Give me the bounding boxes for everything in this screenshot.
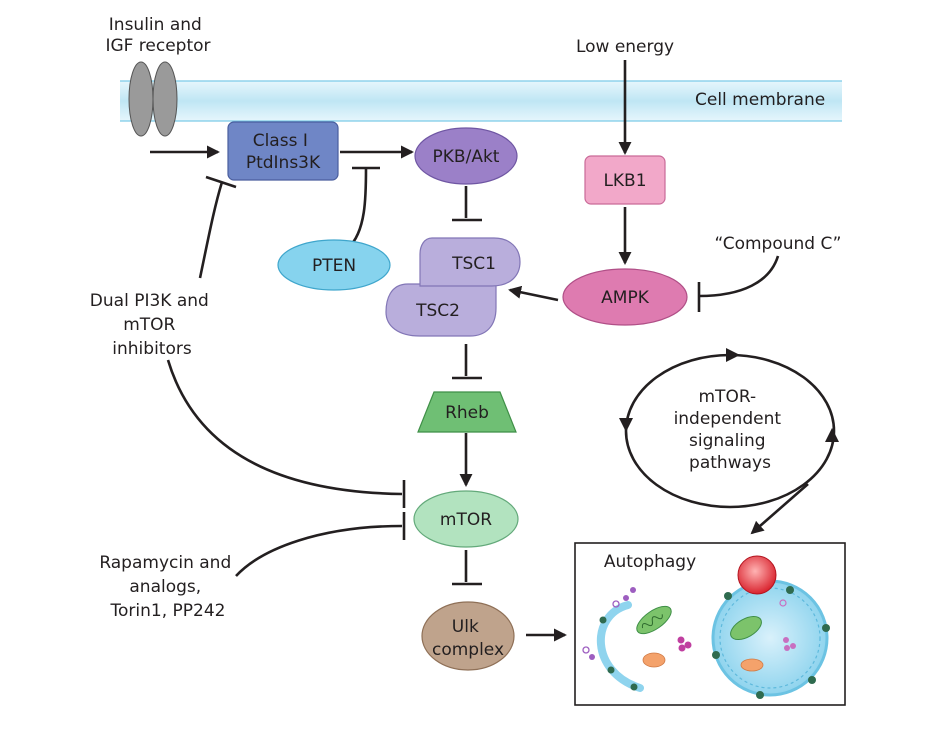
node-pten: PTEN (277, 239, 391, 291)
svg-text:Class I PtdIns3K: Class I PtdIns3K (246, 131, 321, 173)
low-energy-label: Low energy (576, 37, 674, 57)
svg-text:LKB1: LKB1 (603, 171, 646, 191)
svg-text:Ulk complex: Ulk complex (432, 617, 504, 660)
receptor-label: Insulin and IGF receptor (105, 15, 210, 56)
lipid-droplet-icon (642, 652, 666, 668)
edge-rapamycin-mtor (235, 524, 403, 577)
svg-text:Rheb: Rheb (445, 403, 489, 423)
node-lkb1: LKB1 (584, 155, 666, 205)
autophagy-box: Autophagy (574, 542, 846, 706)
compound-c-label: “Compound C” (715, 234, 842, 254)
edge-ampk-tsc (508, 285, 559, 302)
svg-text:mTOR: mTOR (440, 510, 492, 530)
cell-membrane: Cell membrane (120, 80, 842, 122)
edge-pten-inhibit (347, 167, 368, 249)
node-tsc1 (419, 237, 521, 287)
edge-dual-pi3k (198, 181, 224, 279)
node-mtor: mTOR (413, 490, 519, 548)
autophagy-label: Autophagy (604, 552, 696, 572)
node-ampk: AMPK (562, 268, 688, 326)
dual-inhibitors-label: Dual PI3K and mTOR inhibitors (90, 291, 214, 359)
svg-text:TSC2: TSC2 (415, 301, 460, 321)
mtor-independent-label: mTOR- independent signaling pathways (674, 387, 787, 473)
autolysosome-icon (711, 555, 830, 699)
edge-dual-mtor (166, 359, 403, 496)
phagophore-icon (596, 601, 644, 692)
node-tsc2 (385, 283, 497, 337)
svg-text:AMPK: AMPK (601, 288, 650, 308)
node-ulk: Ulk complex (421, 601, 515, 671)
node-akt: PKB/Akt (414, 127, 518, 185)
node-pi3k: Class I PtdIns3K (227, 121, 339, 181)
edge-cycle-autophagy (750, 483, 809, 535)
membrane-label: Cell membrane (695, 90, 825, 110)
svg-text:TSC1: TSC1 (451, 254, 496, 274)
edges (150, 60, 839, 642)
svg-text:PKB/Akt: PKB/Akt (433, 147, 500, 167)
node-tsc-complex: TSC2 TSC1 (385, 237, 521, 337)
rapamycin-label: Rapamycin and analogs, Torin1, PP242 (99, 553, 236, 621)
edge-compoundc-ampk (698, 255, 780, 298)
receptor-icon (128, 61, 178, 137)
node-rheb: Rheb (417, 391, 517, 433)
svg-text:PTEN: PTEN (312, 256, 356, 276)
mitochondrion-icon (636, 605, 672, 635)
